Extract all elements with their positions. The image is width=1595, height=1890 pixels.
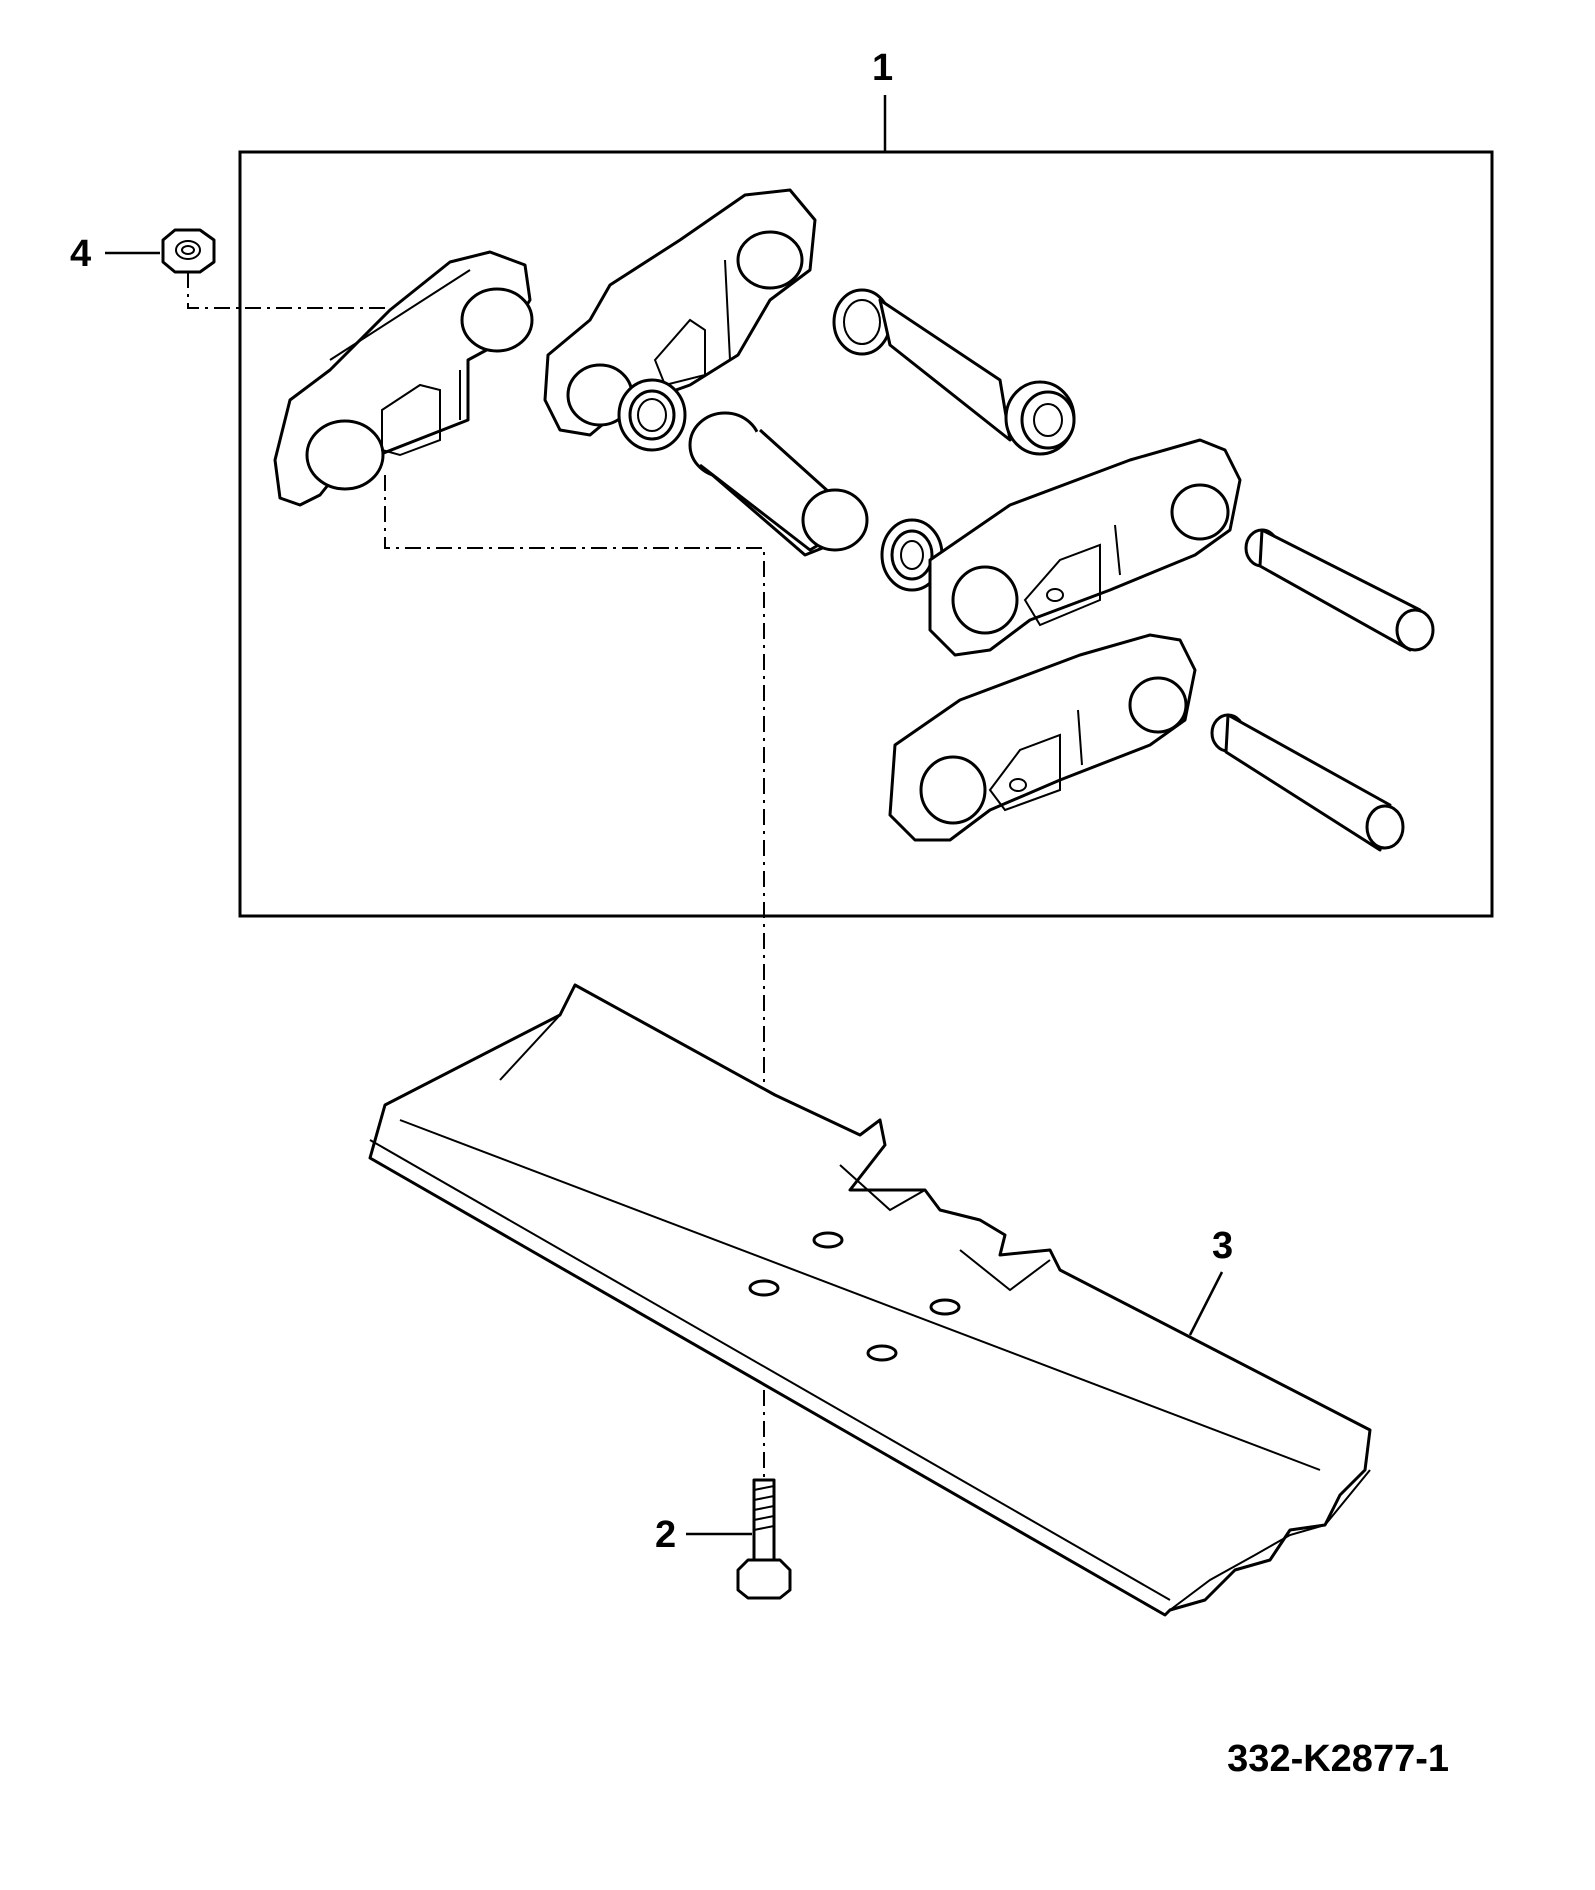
short-pin-upper xyxy=(1244,528,1435,652)
callout-3: 3 xyxy=(1212,1225,1233,1267)
shoe-hole-3 xyxy=(929,1298,961,1316)
track-shoe xyxy=(368,983,1372,1617)
leader-3 xyxy=(1188,1271,1224,1336)
callout-4: 4 xyxy=(70,233,91,275)
nut-centerline xyxy=(187,272,385,309)
bolt-part xyxy=(736,1478,792,1600)
callout-1: 1 xyxy=(872,47,893,89)
master-link-lower xyxy=(888,633,1197,842)
bushing xyxy=(688,411,869,557)
short-pin-lower xyxy=(1210,713,1405,852)
track-link-left xyxy=(273,250,534,507)
callout-2: 2 xyxy=(655,1514,676,1556)
pin-with-seals xyxy=(832,288,1076,456)
master-link-upper xyxy=(928,438,1242,657)
shoe-hole-4 xyxy=(866,1344,898,1362)
bolt-centerline xyxy=(384,475,765,1290)
link-assembly-box xyxy=(238,150,1494,918)
shoe-hole-2 xyxy=(748,1279,780,1297)
drawing-number: 332-K2877-1 xyxy=(1227,1738,1449,1780)
seal-ring-upper xyxy=(617,378,687,452)
nut-part xyxy=(161,228,216,274)
shoe-hole-1 xyxy=(812,1231,844,1249)
track-link-inner xyxy=(543,188,817,437)
